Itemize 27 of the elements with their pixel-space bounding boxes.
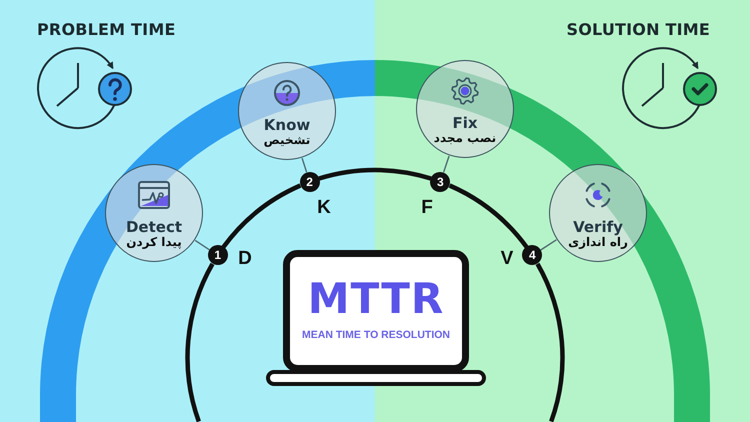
track-line bbox=[318, 168, 432, 181]
step-number: 3 bbox=[437, 176, 444, 188]
leader-line bbox=[442, 156, 450, 173]
step-title: Verify bbox=[573, 218, 623, 236]
step-letter: V bbox=[500, 249, 514, 269]
leader-line bbox=[540, 239, 557, 251]
step-letter: K bbox=[317, 198, 331, 218]
step-letter: D bbox=[238, 249, 252, 269]
track-line bbox=[222, 183, 302, 249]
step-title: Know bbox=[264, 116, 310, 134]
section-heading: SOLUTION TIME bbox=[566, 20, 710, 39]
step-translation: نصب مجدد bbox=[434, 131, 496, 146]
step-number: 4 bbox=[528, 249, 536, 262]
step-translation: پیدا کردن bbox=[126, 235, 182, 250]
leader-line bbox=[194, 240, 210, 250]
step-number: 2 bbox=[306, 176, 313, 188]
step-letter: F bbox=[421, 198, 433, 218]
acronym-title: MTTR bbox=[308, 277, 444, 321]
step-translation: تشخیص bbox=[264, 133, 310, 148]
step-number: 1 bbox=[214, 249, 222, 262]
leader-line bbox=[301, 158, 308, 172]
acronym-expansion: MEAN TIME TO RESOLUTION bbox=[302, 329, 450, 341]
step-title: Fix bbox=[452, 114, 478, 132]
track-line bbox=[448, 183, 528, 249]
section-heading: PROBLEM TIME bbox=[37, 20, 176, 39]
step-translation: راه اندازی bbox=[568, 235, 628, 250]
step-title: Detect bbox=[126, 218, 182, 236]
